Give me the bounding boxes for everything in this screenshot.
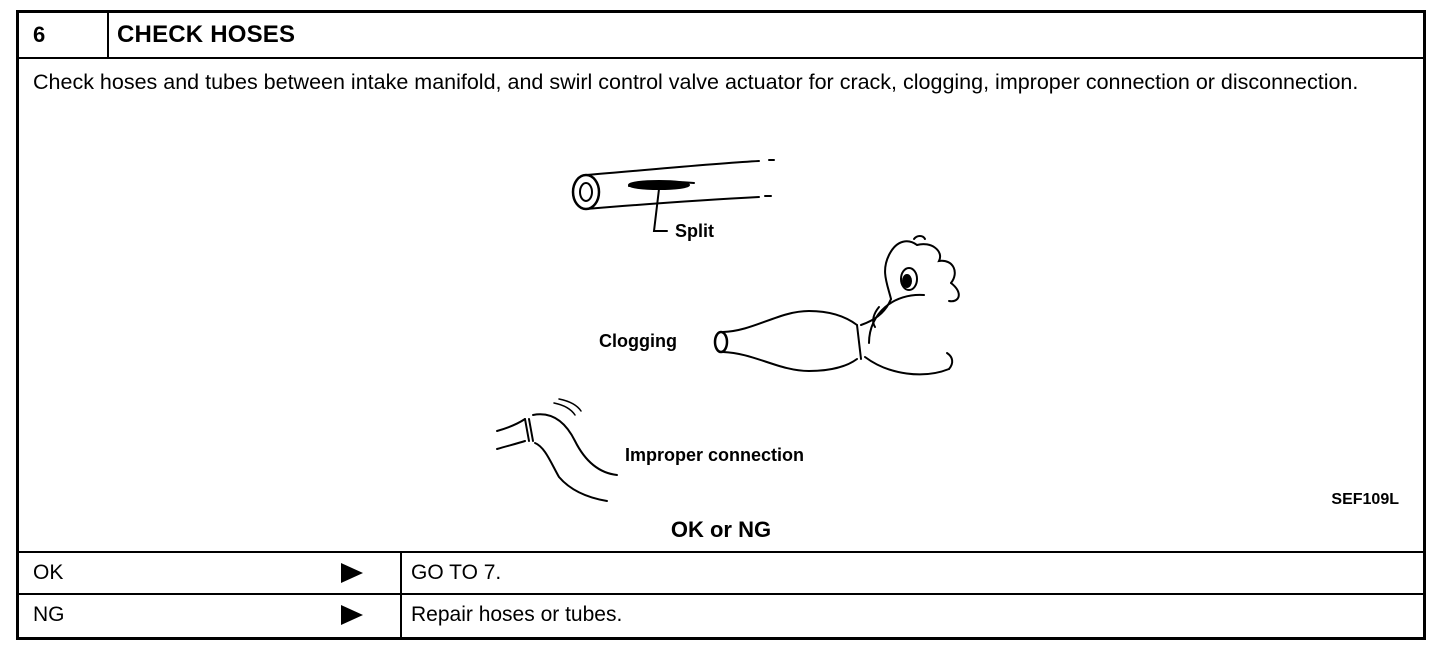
hose-illustration: Split Clogging Improper connection SEF10… (19, 143, 1423, 523)
improper-connection-drawing (496, 398, 618, 502)
step-number: 6 (19, 13, 109, 57)
improper-connection-label: Improper connection (625, 445, 805, 465)
check-hoses-panel: 6 CHECK HOSES Check hoses and tubes betw… (16, 10, 1426, 640)
result-heading: OK or NG (670, 517, 772, 542)
split-hose-drawing (571, 159, 775, 232)
clogging-label: Clogging (599, 331, 677, 351)
instruction-text: Check hoses and tubes between intake man… (33, 70, 1359, 94)
result-row-ok: OK GO TO 7. (19, 551, 1423, 593)
column-divider (400, 595, 402, 637)
step-title: CHECK HOSES (117, 21, 296, 48)
condition-label: NG (33, 603, 65, 626)
hose-drawings (496, 159, 960, 502)
condition-label: OK (33, 561, 64, 584)
column-divider (400, 553, 402, 593)
step-header: 6 CHECK HOSES (19, 13, 1423, 59)
figure-code: SEF109L (1331, 491, 1399, 508)
clogging-drawing (713, 235, 960, 376)
split-label: Split (675, 221, 714, 241)
arrow-right-icon (341, 605, 363, 625)
arrow-right-icon (341, 563, 363, 583)
action-text: GO TO 7. (411, 561, 502, 584)
action-text: Repair hoses or tubes. (411, 603, 623, 626)
result-row-ng: NG Repair hoses or tubes. (19, 593, 1423, 637)
